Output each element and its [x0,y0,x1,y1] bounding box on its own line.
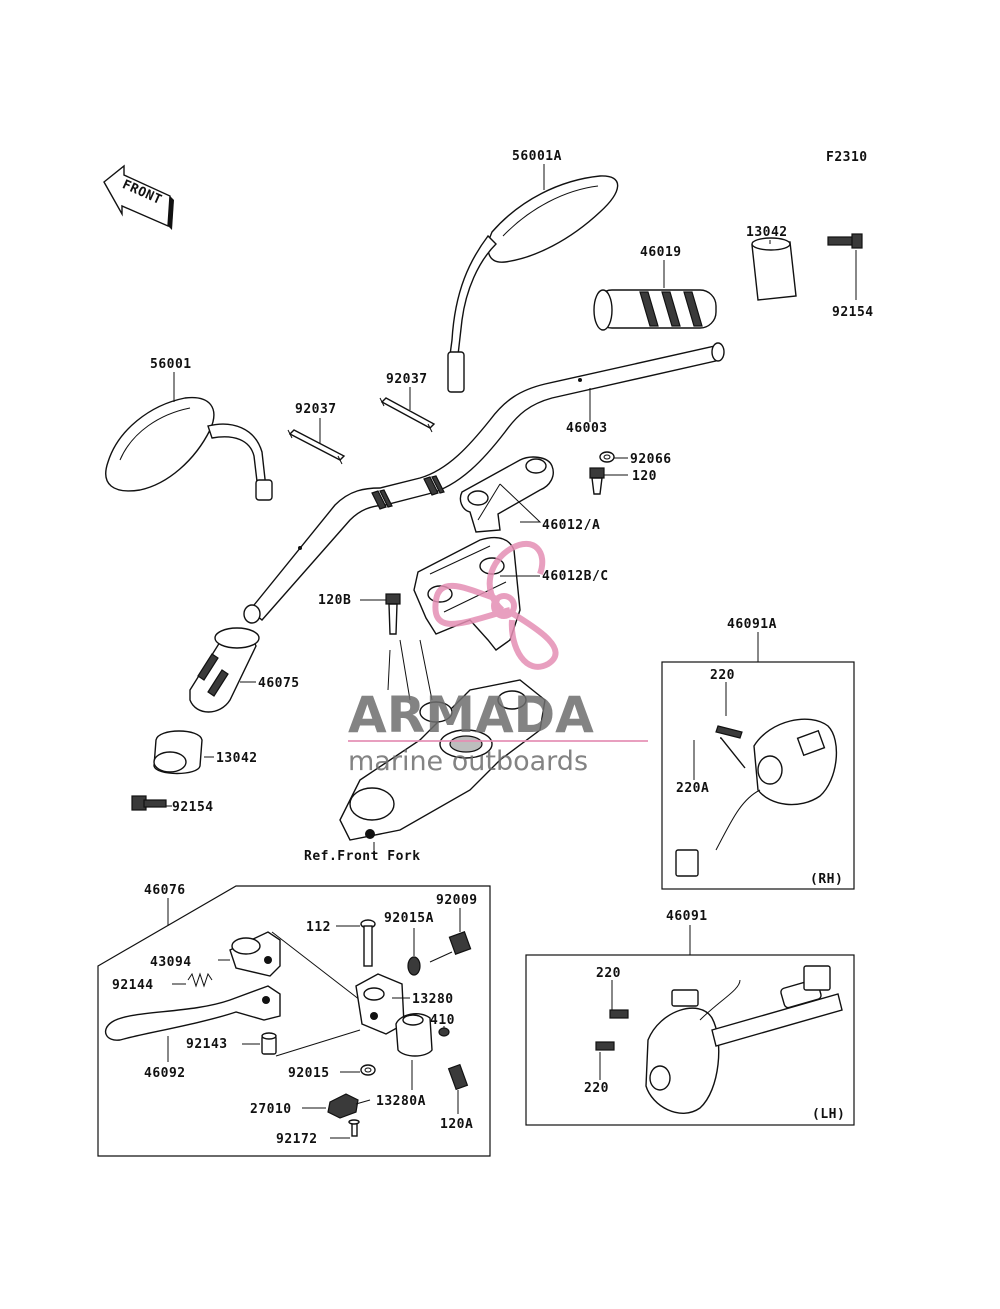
mirror-right [447,175,619,393]
label-grip-right: 46019 [640,245,682,260]
label-clamp-right: 92037 [386,372,428,387]
bolt-120b [385,593,401,635]
label-mirror-right: 56001A [512,149,562,164]
label-nut-92015: 92015 [288,1066,330,1081]
label-switch-rh-assy: 46091A [727,617,777,632]
bar-end-weight-left [153,730,203,775]
label-holder-clamp: 13280A [376,1094,426,1109]
watermark-brand: ARMADA [348,686,594,744]
label-switch-lh-assy: 46091 [666,909,708,924]
handlebar [243,342,725,624]
switch-rh [675,718,838,877]
watermark-logo-icon [432,540,559,670]
triple-clamp [339,639,546,841]
label-bolt-120: 120 [632,469,657,484]
bolt-120 [589,467,605,495]
washer-92015a [407,956,421,976]
label-switch-rh-screw: 220 [710,668,735,683]
label-switch-lh-screw-bot: 220 [584,1081,609,1096]
label-switch-rh-side: (RH) [810,872,843,887]
label-bolt-92009: 92009 [436,893,478,908]
clamp-right [379,397,436,433]
adjuster [229,931,281,977]
label-grip-left: 46075 [258,676,300,691]
mirror-left [105,396,273,501]
brake-lever [104,985,281,1041]
washer-top [599,451,615,463]
holder-clamp [395,1013,433,1057]
label-bolt-120b: 120B [318,593,351,608]
label-lever: 46092 [144,1066,186,1081]
figure-code: F2310 [826,150,868,165]
bolt-top [827,233,863,249]
label-stop-switch: 27010 [250,1102,292,1117]
stop-switch [327,1093,371,1119]
clamp-left [287,429,346,465]
label-washer-top: 92066 [630,452,672,467]
label-bolt-112: 112 [306,920,331,935]
lever-holder [355,973,405,1035]
label-collar: 92143 [186,1037,228,1052]
bolt-410 [438,1027,450,1037]
bolt-92009 [429,931,472,963]
label-lever-holder: 13280 [412,992,454,1007]
spring [187,972,213,988]
label-holder-lower: 46012B/C [542,569,609,584]
label-ref-fork: Ref.Front Fork [304,849,421,864]
collar [261,1032,277,1055]
label-weight-top: 13042 [746,225,788,240]
label-washer-92015a: 92015A [384,911,434,926]
label-weight-left: 13042 [216,751,258,766]
screw-92172 [348,1119,360,1137]
label-bolt-410: 410 [430,1013,455,1028]
switch-lh [595,965,843,1114]
label-holder-upper: 46012/A [542,518,600,533]
label-screw-92172: 92172 [276,1132,318,1147]
label-adjuster: 43094 [150,955,192,970]
label-spring: 92144 [112,978,154,993]
label-handlebar: 46003 [566,421,608,436]
grip-right [593,289,717,331]
label-clamp-left: 92037 [295,402,337,417]
grip-left [189,627,260,713]
label-switch-lh-side: (LH) [812,1107,845,1122]
holder-upper [459,456,554,533]
label-switch-rh-screw-a: 220A [676,781,709,796]
label-bolt-top: 92154 [832,305,874,320]
lever-assy-box [97,885,491,1157]
watermark-tagline: marine outboards [348,746,588,777]
nut-92015 [360,1064,376,1076]
bolt-112 [360,919,376,967]
front-arrow-icon: FRONT [103,164,174,230]
label-lever-assy: 46076 [144,883,186,898]
label-bolt-120a: 120A [440,1117,473,1132]
watermark: ARMADA marine outboards [348,540,648,777]
bolt-120a [447,1063,469,1091]
label-bolt-left: 92154 [172,800,214,815]
label-switch-lh-screw-top: 220 [596,966,621,981]
bar-end-weight-right [751,237,797,301]
bolt-left [131,795,167,811]
label-mirror-left: 56001 [150,357,192,372]
